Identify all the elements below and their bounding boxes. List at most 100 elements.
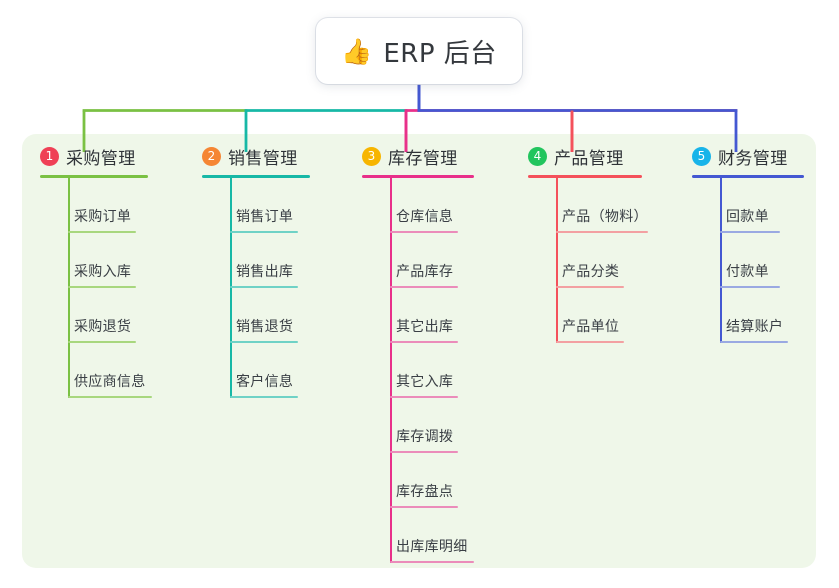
leaf-label: 供应商信息 [74, 374, 146, 390]
leaf-list-2: 销售订单销售出库销售退货客户信息 [202, 178, 310, 398]
leaf-item[interactable]: 回款单 [692, 178, 804, 233]
leaf-label: 销售出库 [236, 264, 294, 280]
leaf-stem [390, 288, 392, 343]
leaf-underline [390, 506, 458, 508]
leaf-item[interactable]: 销售出库 [202, 233, 310, 288]
leaf-item[interactable]: 库存盘点 [362, 453, 474, 508]
leaf-label: 销售订单 [236, 209, 294, 225]
leaf-underline [556, 231, 648, 233]
leaf-underline [556, 341, 624, 343]
leaf-item[interactable]: 产品单位 [528, 288, 642, 343]
column-badge-5: 5 [692, 146, 711, 166]
leaf-item[interactable]: 客户信息 [202, 343, 310, 398]
leaf-underline [390, 286, 458, 288]
leaf-label: 其它出库 [396, 319, 454, 335]
leaf-stem [230, 288, 232, 343]
leaf-stem [230, 233, 232, 288]
leaf-stem [230, 178, 232, 233]
leaf-list-1: 采购订单采购入库采购退货供应商信息 [40, 178, 152, 398]
leaf-item[interactable]: 采购入库 [40, 233, 148, 288]
leaf-underline [556, 286, 624, 288]
leaf-underline [720, 286, 780, 288]
leaf-underline [230, 231, 298, 233]
column-underline-4 [528, 175, 642, 178]
leaf-label: 产品库存 [396, 264, 454, 280]
column-title-2: 销售管理 [228, 148, 298, 169]
leaf-label: 销售退货 [236, 319, 294, 335]
leaf-item[interactable]: 结算账户 [692, 288, 804, 343]
leaf-list-3: 仓库信息产品库存其它出库其它入库库存调拨库存盘点出库库明细 [362, 178, 474, 563]
leaf-underline [390, 341, 458, 343]
leaf-stem [390, 178, 392, 233]
leaf-label: 产品单位 [562, 319, 620, 335]
column-title-1: 采购管理 [66, 148, 136, 169]
leaf-label: 采购订单 [74, 209, 132, 225]
leaf-item[interactable]: 库存调拨 [362, 398, 474, 453]
leaf-label: 客户信息 [236, 374, 294, 390]
leaf-item[interactable]: 销售退货 [202, 288, 310, 343]
leaf-item[interactable]: 采购退货 [40, 288, 148, 343]
leaf-underline [68, 231, 136, 233]
leaf-label: 库存盘点 [396, 484, 454, 500]
leaf-stem [390, 233, 392, 288]
leaf-item[interactable]: 销售订单 [202, 178, 310, 233]
leaf-item[interactable]: 其它出库 [362, 288, 474, 343]
leaf-label: 库存调拨 [396, 429, 454, 445]
root-title: ERP 后台 [383, 38, 497, 69]
leaf-label: 其它入库 [396, 374, 454, 390]
leaf-item[interactable]: 出库库明细 [362, 508, 474, 563]
leaf-stem [556, 288, 558, 343]
leaf-item[interactable]: 供应商信息 [40, 343, 152, 398]
leaf-stem [720, 288, 722, 343]
column-badge-2: 2 [202, 146, 221, 166]
diagram-panel [22, 134, 816, 568]
column-2: 2 销售管理销售订单销售出库销售退货客户信息 [202, 143, 310, 398]
column-underline-2 [202, 175, 310, 178]
leaf-stem [556, 178, 558, 233]
leaf-underline [230, 341, 298, 343]
thumbs-up-icon: 👍 [341, 36, 373, 66]
leaf-item[interactable]: 其它入库 [362, 343, 474, 398]
leaf-item[interactable]: 付款单 [692, 233, 804, 288]
leaf-underline [390, 451, 458, 453]
leaf-stem [68, 178, 70, 233]
leaf-stem [68, 288, 70, 343]
column-header-1[interactable]: 1 采购管理 [40, 143, 148, 169]
root-node-content: 👍 ERP 后台 [341, 33, 497, 70]
column-header-5[interactable]: 5 财务管理 [692, 143, 804, 169]
leaf-item[interactable]: 产品（物料） [528, 178, 648, 233]
leaf-underline [68, 396, 152, 398]
leaf-item[interactable]: 采购订单 [40, 178, 148, 233]
leaf-stem [390, 398, 392, 453]
leaf-underline [68, 286, 136, 288]
leaf-label: 结算账户 [726, 319, 784, 335]
leaf-underline [720, 341, 788, 343]
leaf-underline [720, 231, 780, 233]
root-node[interactable]: 👍 ERP 后台 [316, 18, 522, 84]
leaf-label: 采购入库 [74, 264, 132, 280]
leaf-list-5: 回款单付款单结算账户 [692, 178, 804, 343]
leaf-item[interactable]: 仓库信息 [362, 178, 474, 233]
leaf-item[interactable]: 产品分类 [528, 233, 642, 288]
column-header-2[interactable]: 2 销售管理 [202, 143, 310, 169]
leaf-label: 产品分类 [562, 264, 620, 280]
leaf-underline [230, 396, 298, 398]
leaf-underline [230, 286, 298, 288]
leaf-label: 回款单 [726, 209, 769, 225]
column-badge-1: 1 [40, 146, 59, 166]
leaf-stem [68, 343, 70, 398]
leaf-label: 仓库信息 [396, 209, 454, 225]
column-underline-5 [692, 175, 804, 178]
leaf-list-4: 产品（物料） 产品分类产品单位 [528, 178, 648, 343]
leaf-stem [230, 343, 232, 398]
leaf-stem [390, 343, 392, 398]
column-badge-3: 3 [362, 146, 381, 166]
leaf-item[interactable]: 产品库存 [362, 233, 474, 288]
column-badge-4: 4 [528, 146, 547, 166]
column-title-5: 财务管理 [718, 148, 788, 169]
